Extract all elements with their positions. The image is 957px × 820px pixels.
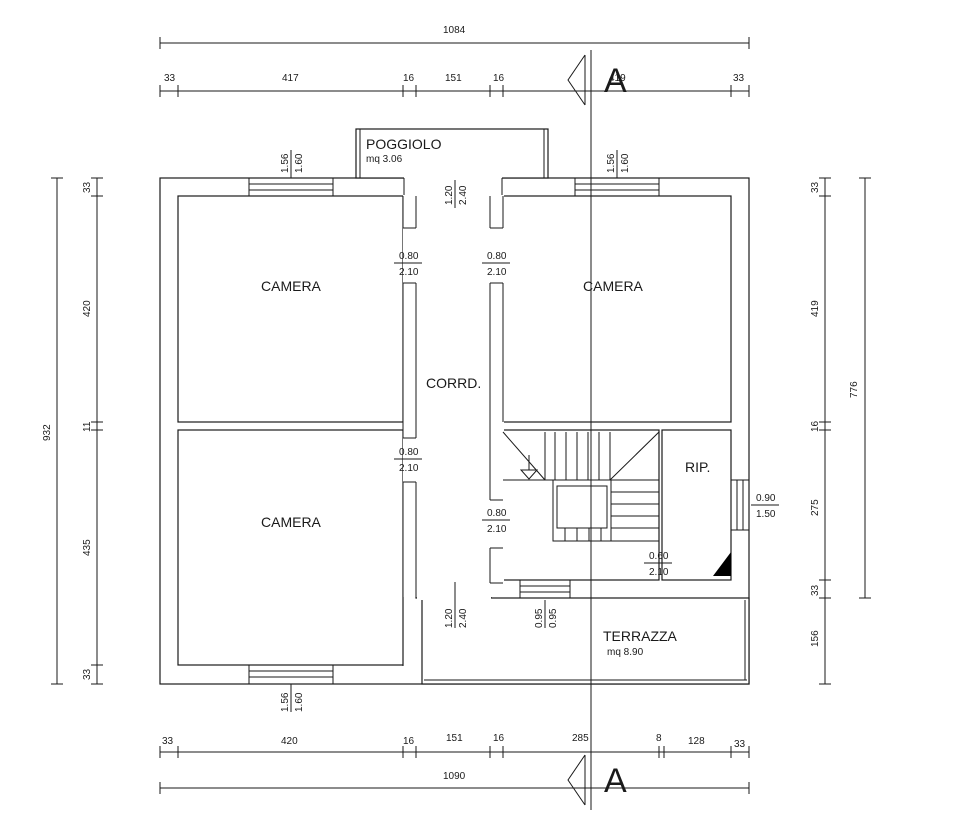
svg-text:776: 776 bbox=[849, 381, 860, 398]
terrace bbox=[421, 597, 750, 685]
label-camera-tl: CAMERA bbox=[261, 278, 322, 294]
dimension-left-overall: 932 bbox=[42, 177, 63, 685]
svg-text:1.50: 1.50 bbox=[756, 509, 776, 520]
svg-text:1090: 1090 bbox=[443, 771, 466, 782]
svg-text:420: 420 bbox=[281, 736, 298, 747]
svg-text:16: 16 bbox=[493, 73, 505, 84]
room-corridor bbox=[415, 195, 492, 599]
svg-text:16: 16 bbox=[493, 733, 505, 744]
svg-text:0.60: 0.60 bbox=[649, 551, 669, 562]
svg-text:0.95: 0.95 bbox=[548, 608, 559, 628]
svg-text:2.10: 2.10 bbox=[487, 524, 507, 535]
svg-text:285: 285 bbox=[572, 733, 589, 744]
svg-text:1.20: 1.20 bbox=[444, 185, 455, 205]
svg-text:33: 33 bbox=[810, 584, 821, 596]
svg-text:932: 932 bbox=[42, 424, 53, 441]
section-mark-bottom: A bbox=[604, 762, 627, 800]
label-camera-bl: CAMERA bbox=[261, 514, 322, 530]
balcony-poggiolo bbox=[355, 128, 549, 179]
svg-text:419: 419 bbox=[810, 300, 821, 317]
svg-text:33: 33 bbox=[82, 181, 93, 193]
svg-text:420: 420 bbox=[82, 300, 93, 317]
svg-text:1084: 1084 bbox=[443, 25, 466, 36]
svg-text:16: 16 bbox=[403, 736, 415, 747]
svg-text:151: 151 bbox=[445, 73, 462, 84]
label-camera-tr: CAMERA bbox=[583, 278, 644, 294]
svg-text:1.60: 1.60 bbox=[294, 692, 305, 712]
room-camera-top-left bbox=[177, 195, 404, 423]
opening-labels-vertical: 1.56 1.60 1.56 1.60 1.56 1.60 1.20 2.40 … bbox=[280, 150, 631, 712]
label-poggiolo: POGGIOLO bbox=[366, 136, 442, 152]
label-corridor: CORRD. bbox=[426, 375, 481, 391]
svg-text:2.10: 2.10 bbox=[399, 267, 419, 278]
svg-text:2.40: 2.40 bbox=[458, 608, 469, 628]
svg-text:435: 435 bbox=[82, 539, 93, 556]
label-ripostiglio: RIP. bbox=[685, 459, 710, 475]
svg-text:33: 33 bbox=[82, 668, 93, 680]
svg-text:33: 33 bbox=[162, 736, 174, 747]
svg-text:33: 33 bbox=[164, 73, 176, 84]
svg-text:156: 156 bbox=[810, 630, 821, 647]
dimension-bottom-overall: 1090 bbox=[159, 771, 750, 794]
label-poggiolo-area: mq 3.06 bbox=[366, 154, 403, 165]
label-terrazza: TERRAZZA bbox=[603, 628, 678, 644]
svg-text:8: 8 bbox=[656, 733, 662, 744]
svg-text:417: 417 bbox=[282, 73, 299, 84]
svg-text:2.10: 2.10 bbox=[399, 463, 419, 474]
svg-text:1.20: 1.20 bbox=[444, 608, 455, 628]
svg-text:1.60: 1.60 bbox=[620, 153, 631, 173]
svg-text:0.80: 0.80 bbox=[487, 251, 507, 262]
dimension-left-segments: 33 420 11 435 33 bbox=[82, 177, 103, 685]
svg-text:275: 275 bbox=[810, 499, 821, 516]
dimension-right-overall: 776 bbox=[849, 177, 871, 599]
label-terrazza-area: mq 8.90 bbox=[607, 647, 644, 658]
svg-text:1.56: 1.56 bbox=[280, 692, 291, 712]
svg-text:2.10: 2.10 bbox=[487, 267, 507, 278]
svg-text:0.80: 0.80 bbox=[399, 251, 419, 262]
room-camera-top-right bbox=[502, 195, 732, 423]
svg-text:33: 33 bbox=[810, 181, 821, 193]
svg-text:0.90: 0.90 bbox=[756, 493, 776, 504]
opening-labels-fraction: 0.80 2.10 0.80 2.10 0.80 2.10 0.80 2.10 … bbox=[394, 251, 779, 578]
svg-text:0.80: 0.80 bbox=[399, 447, 419, 458]
svg-text:1.56: 1.56 bbox=[606, 153, 617, 173]
window-ripostiglio bbox=[730, 479, 750, 531]
svg-text:1.60: 1.60 bbox=[294, 153, 305, 173]
dimension-bottom-segments: 33 420 16 151 16 285 8 128 33 bbox=[159, 733, 750, 758]
svg-text:2.40: 2.40 bbox=[458, 185, 469, 205]
svg-text:33: 33 bbox=[733, 73, 745, 84]
svg-text:151: 151 bbox=[446, 733, 463, 744]
svg-text:2.10: 2.10 bbox=[649, 567, 669, 578]
svg-text:16: 16 bbox=[403, 73, 415, 84]
room-stair bbox=[502, 429, 660, 581]
svg-text:1.56: 1.56 bbox=[280, 153, 291, 173]
svg-text:33: 33 bbox=[734, 739, 746, 750]
svg-text:128: 128 bbox=[688, 736, 705, 747]
room-camera-bottom-left bbox=[177, 429, 404, 666]
svg-text:16: 16 bbox=[810, 420, 821, 432]
dimension-top-overall: 1084 bbox=[159, 25, 750, 49]
window-terrace bbox=[519, 579, 571, 599]
svg-text:0.95: 0.95 bbox=[534, 608, 545, 628]
staircase bbox=[502, 431, 731, 576]
dimension-top-segments: 33 417 16 151 16 419 33 bbox=[159, 73, 750, 97]
room-ripostiglio bbox=[661, 429, 732, 581]
walls bbox=[159, 177, 750, 685]
svg-text:0.80: 0.80 bbox=[487, 508, 507, 519]
dimension-right-segments: 33 419 16 275 33 156 bbox=[810, 177, 831, 685]
svg-text:11: 11 bbox=[82, 421, 93, 432]
svg-text:419: 419 bbox=[609, 73, 626, 84]
